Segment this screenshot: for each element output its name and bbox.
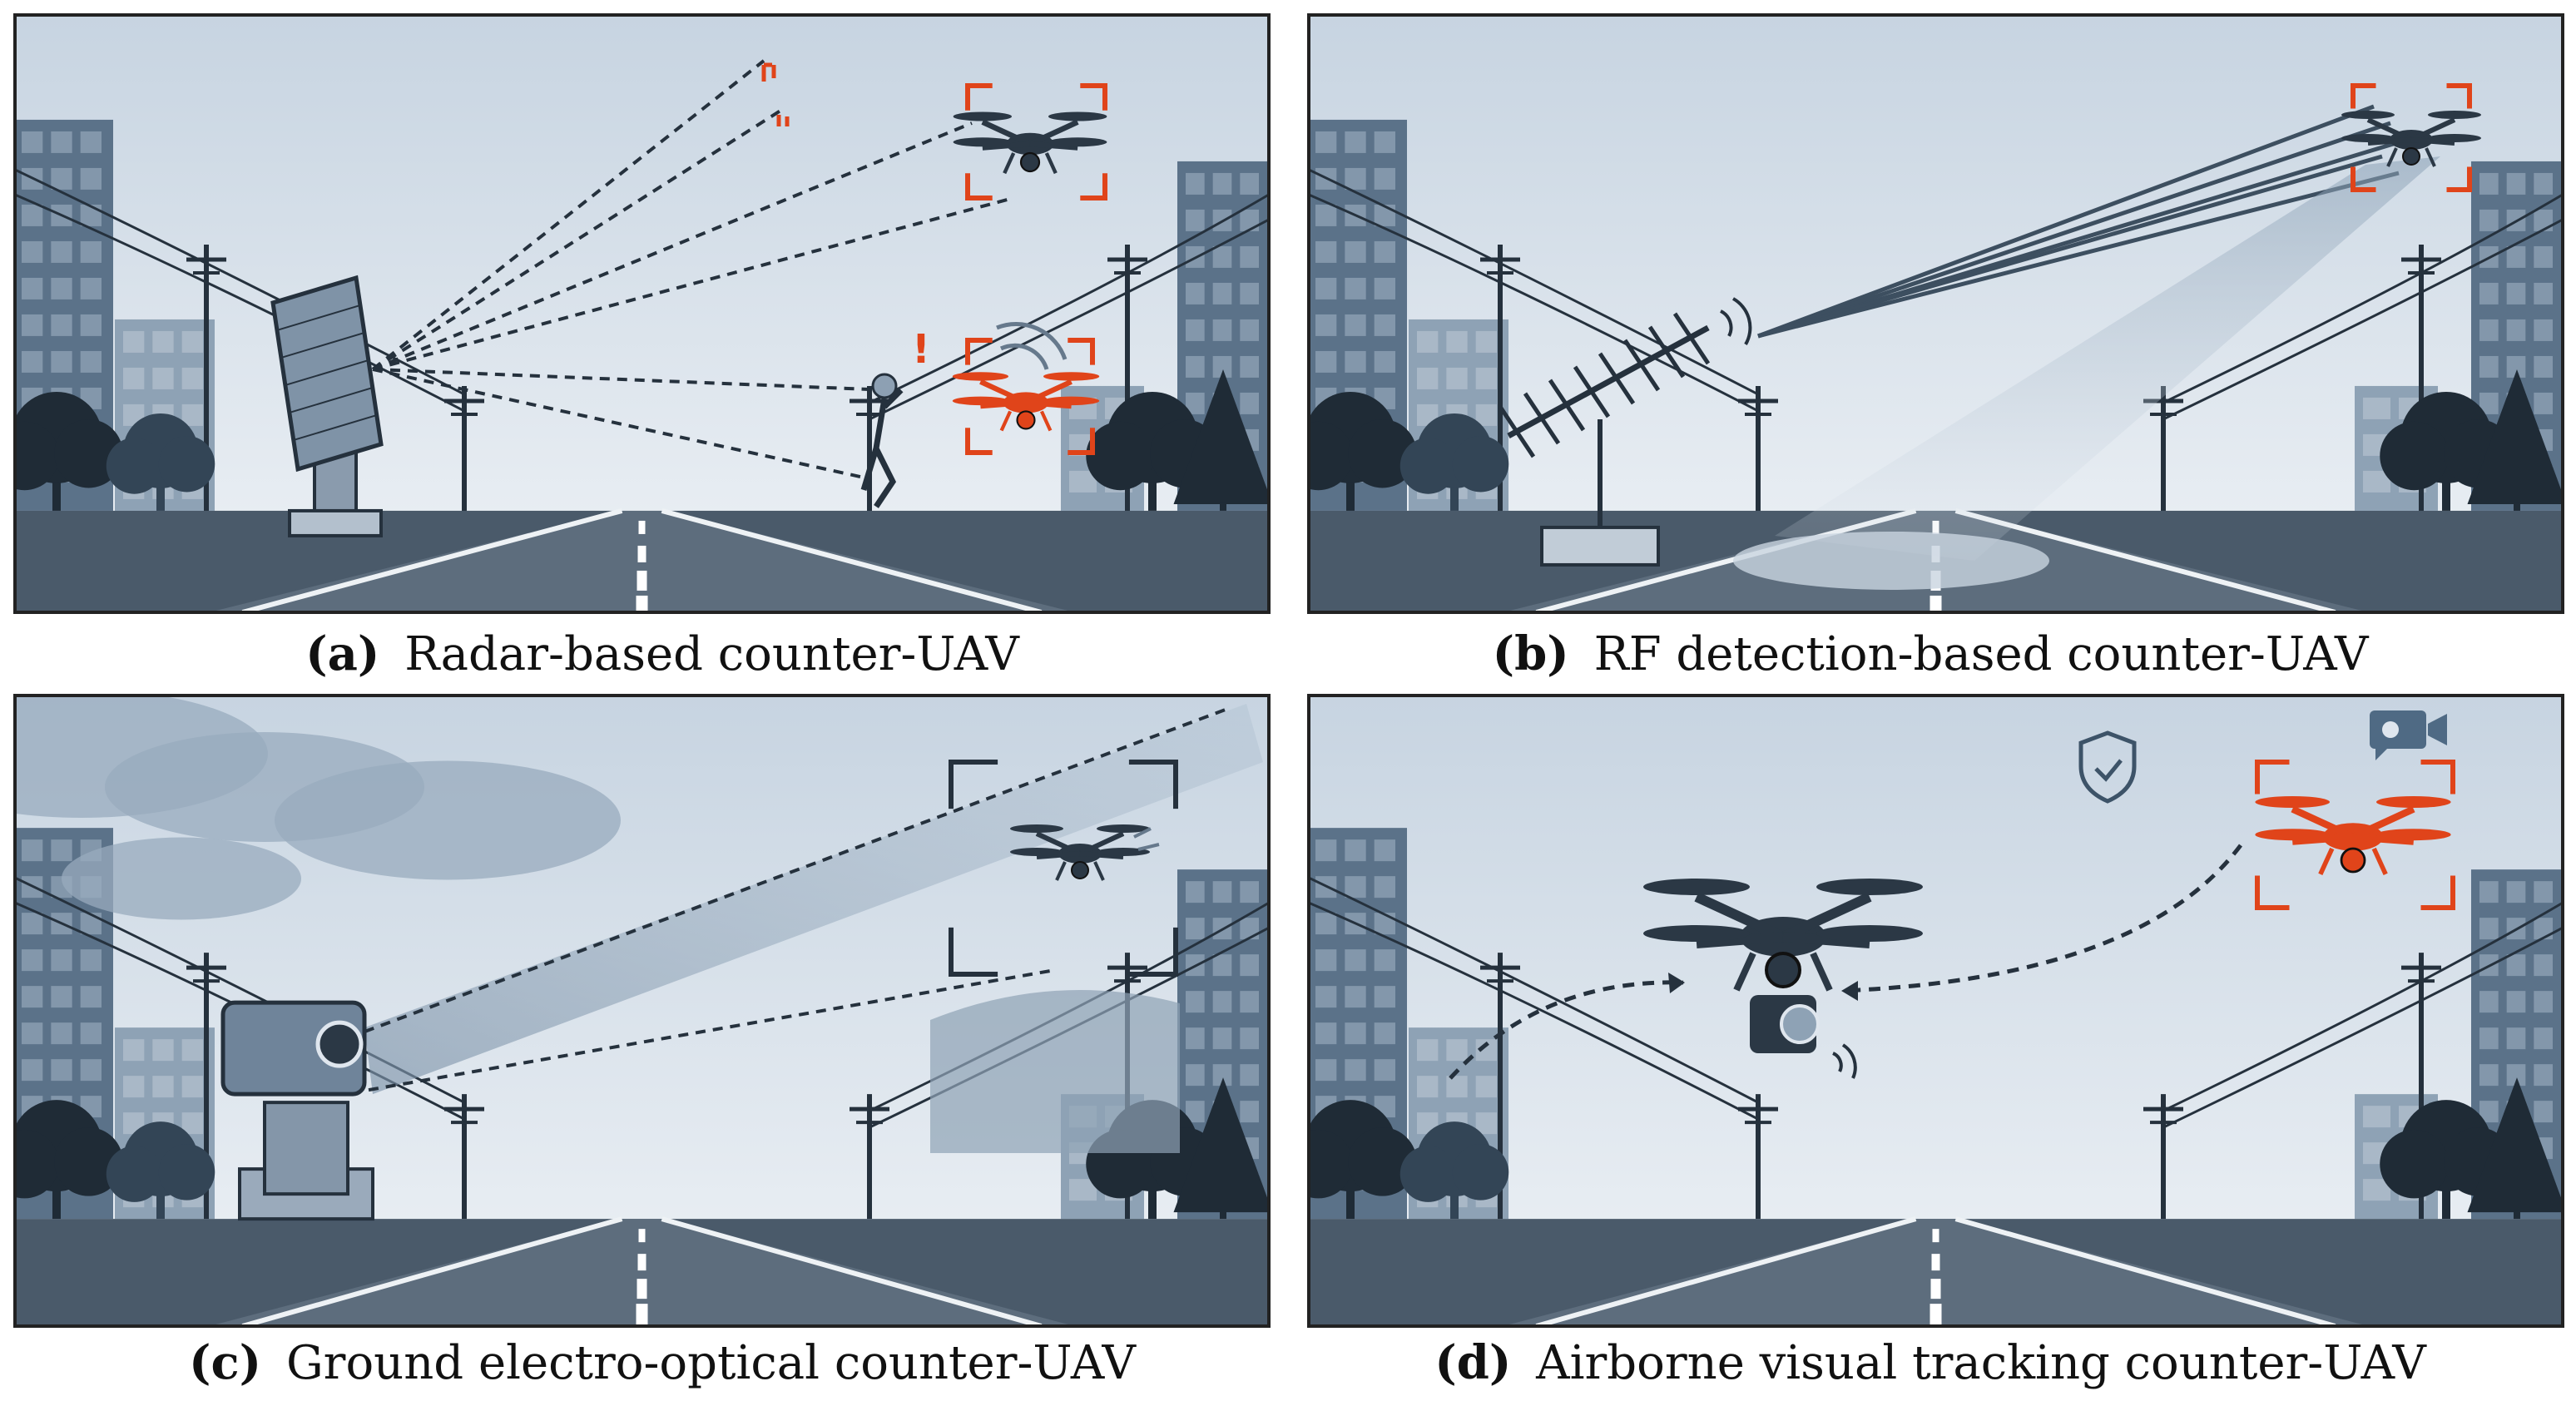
signal-icon (1720, 297, 1752, 345)
rf-antenna-icon (1498, 312, 1711, 567)
motion-icon (1133, 827, 1160, 851)
caption-c: (c) Ground electro-optical counter-UAV (189, 1335, 1137, 1390)
optical-beam (364, 704, 1263, 1095)
signal-icon (1832, 1043, 1857, 1079)
drone-icon (953, 111, 1107, 175)
target-drone-icon (2255, 796, 2451, 875)
caption-d: (d) Airborne visual tracking counter-UAV (1434, 1335, 2427, 1390)
target-marker-icon (776, 115, 790, 126)
clouds (15, 696, 1180, 1153)
rf-signal-line (1757, 154, 2383, 339)
radar-panel-icon (270, 275, 384, 537)
panel-frame (13, 694, 1271, 1328)
gimbal-camera-icon (1750, 995, 1820, 1053)
detection-cone (1775, 156, 2440, 561)
signal-icon (996, 321, 1068, 370)
target-bracket-icon (2255, 760, 2455, 910)
shield-check-icon (2078, 730, 2137, 804)
target-marker-icon (761, 62, 776, 82)
tracking-path-arrow (1840, 844, 2242, 993)
drone-icon (952, 372, 1100, 432)
drone-icon (2341, 111, 2481, 167)
rf-signal-line (1757, 171, 2400, 339)
flight-path-arrow (1449, 980, 1684, 1080)
target-bracket-icon (2351, 83, 2472, 192)
panel-c (13, 694, 1271, 1328)
ground-spot (1733, 531, 2049, 590)
radar-beam-line (371, 59, 765, 371)
drone-icon (1010, 824, 1150, 881)
alert-icon: ! (912, 326, 930, 373)
target-bracket-icon (965, 337, 1095, 455)
panel-d (1307, 694, 2564, 1328)
panel-frame (13, 13, 1271, 614)
target-bracket-icon (965, 83, 1107, 200)
panel-frame (1307, 694, 2564, 1328)
person-icon (860, 373, 904, 508)
tracking-bracket-icon (949, 760, 1178, 977)
panel-b (1307, 13, 2564, 614)
rf-signal-line (1757, 104, 2375, 339)
radar-beam-line (372, 367, 864, 479)
caption-a: (a) Radar-based counter-UAV (305, 626, 1020, 681)
radar-beam-line (372, 121, 973, 371)
video-camera-icon (2370, 710, 2447, 760)
panel-a: ! (13, 13, 1271, 614)
interceptor-drone-icon (1643, 879, 1923, 992)
rf-signal-line (1757, 121, 2391, 339)
radar-beam-line (371, 109, 782, 371)
radar-beam-line (372, 196, 1014, 371)
caption-b: (b) RF detection-based counter-UAV (1493, 626, 2370, 681)
eo-turret-icon (220, 1000, 374, 1221)
panel-frame (1307, 13, 2564, 614)
